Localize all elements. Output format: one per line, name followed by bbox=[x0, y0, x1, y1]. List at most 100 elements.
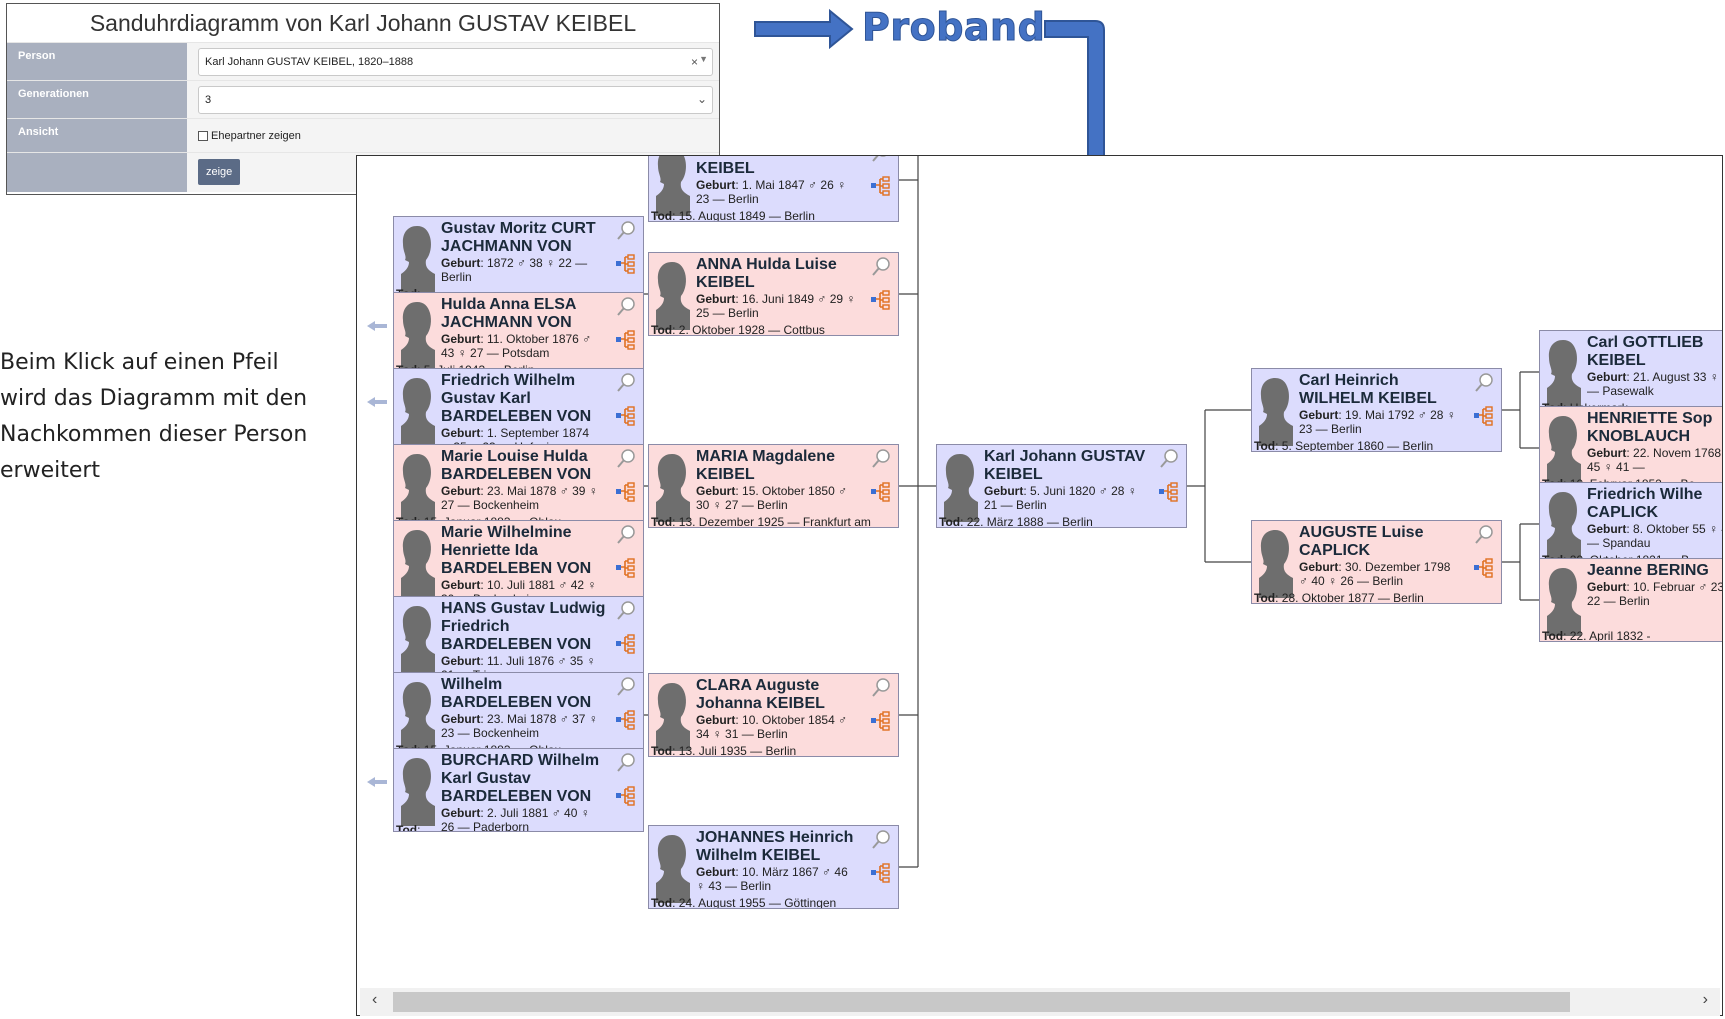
zoom-icon[interactable] bbox=[615, 676, 637, 698]
scroll-thumb[interactable] bbox=[393, 992, 1570, 1012]
person-label: Person bbox=[7, 43, 187, 80]
person-name[interactable]: CLARA Auguste Johanna KEIBEL bbox=[696, 677, 825, 712]
zoom-icon[interactable] bbox=[870, 448, 892, 470]
clear-icon[interactable]: × bbox=[690, 55, 698, 69]
person-card[interactable]: BURCHARD Wilhelm Karl Gustav BARDELEBEN … bbox=[393, 748, 644, 832]
hourglass-chart-icon[interactable] bbox=[1158, 481, 1180, 503]
hourglass-chart-icon[interactable] bbox=[1473, 557, 1495, 579]
zoom-icon[interactable] bbox=[1158, 448, 1180, 470]
hourglass-chart-icon[interactable] bbox=[1473, 405, 1495, 427]
person-name[interactable]: Carl GOTTLIEB KEIBEL bbox=[1587, 334, 1704, 369]
proband-label: Proband bbox=[861, 5, 1046, 50]
hourglass-chart-icon[interactable] bbox=[870, 862, 892, 884]
person-name[interactable]: MARIA Magdalene KEIBEL bbox=[696, 448, 835, 483]
hourglass-chart-icon[interactable] bbox=[870, 289, 892, 311]
scroll-left-icon[interactable]: ‹ bbox=[372, 991, 378, 1008]
hourglass-chart-icon[interactable] bbox=[870, 481, 892, 503]
hourglass-chart-icon[interactable] bbox=[615, 785, 637, 807]
hourglass-chart-icon[interactable] bbox=[615, 481, 637, 503]
zoom-icon[interactable] bbox=[870, 829, 892, 851]
zoom-icon[interactable] bbox=[615, 296, 637, 318]
show-button[interactable]: zeige bbox=[198, 159, 241, 185]
person-name[interactable]: Hulda Anna ELSA JACHMANN VON bbox=[441, 296, 576, 331]
hourglass-chart-icon[interactable] bbox=[615, 633, 637, 655]
person-card[interactable]: Friedrich Wilhelm Gustav Karl BARDELEBEN… bbox=[393, 368, 644, 452]
person-death: Tod: 5. September 1860 — Berlin bbox=[1254, 439, 1434, 452]
person-name[interactable]: HENRIETTE Sop KNOBLAUCH bbox=[1587, 410, 1713, 445]
zoom-icon[interactable] bbox=[870, 677, 892, 699]
zoom-icon[interactable] bbox=[1473, 372, 1495, 394]
zoom-icon[interactable] bbox=[615, 752, 637, 774]
person-card[interactable]: HANS Gustav Ludwig Friedrich BARDELEBEN … bbox=[393, 596, 644, 680]
hourglass-chart-icon[interactable] bbox=[870, 710, 892, 732]
hourglass-chart-icon[interactable] bbox=[615, 405, 637, 427]
person-birth: Geburt: 21. August 33 ♀ 33 — Pasewalk bbox=[1587, 370, 1722, 398]
zoom-icon[interactable] bbox=[615, 220, 637, 242]
hourglass-chart-icon[interactable] bbox=[615, 557, 637, 579]
zoom-icon[interactable] bbox=[615, 600, 637, 622]
silhouette-icon bbox=[652, 679, 692, 751]
person-name[interactable]: BURCHARD Wilhelm Karl Gustav BARDELEBEN … bbox=[441, 752, 600, 805]
zoom-icon[interactable] bbox=[615, 372, 637, 394]
person-name[interactable]: Jeanne BERING bbox=[1587, 562, 1709, 579]
person-name[interactable]: Wilhelm BARDELEBEN VON bbox=[441, 676, 592, 711]
view-label: Ansicht bbox=[7, 119, 187, 152]
person-row: Person Karl Johann GUSTAV KEIBEL, 1820–1… bbox=[7, 42, 719, 80]
person-birth: Geburt: 19. Mai 1792 ♂ 28 ♀ 23 — Berlin bbox=[1299, 408, 1456, 436]
person-name[interactable]: JOHANNES Heinrich Wilhelm KEIBEL bbox=[696, 829, 854, 864]
person-name[interactable]: Gustav Moritz CURT JACHMANN VON bbox=[441, 220, 596, 255]
person-card[interactable]: Marie Wilhelmine Henriette Ida BARDELEBE… bbox=[393, 520, 644, 604]
person-name[interactable]: AUGUSTE Luise CAPLICK bbox=[1299, 524, 1424, 559]
person-name[interactable]: Marie Wilhelmine Henriette Ida BARDELEBE… bbox=[441, 524, 592, 577]
generations-value-cell: 3 ⌄ bbox=[187, 81, 719, 118]
horizontal-scrollbar[interactable]: ‹ › bbox=[360, 988, 1720, 1016]
scroll-right-icon[interactable]: › bbox=[1702, 991, 1708, 1008]
caret-down-icon[interactable]: ▼ bbox=[699, 54, 708, 64]
person-name[interactable]: ANNA Hulda Luise KEIBEL bbox=[696, 256, 837, 291]
person-name[interactable]: HANS Gustav Ludwig Friedrich BARDELEBEN … bbox=[441, 600, 606, 653]
generations-select[interactable]: 3 ⌄ bbox=[198, 86, 713, 114]
person-name[interactable]: GUSTAV Carl Paul KEIBEL bbox=[696, 156, 834, 177]
person-name[interactable]: Karl Johann GUSTAV KEIBEL bbox=[984, 448, 1146, 483]
person-name[interactable]: Marie Louise Hulda BARDELEBEN VON bbox=[441, 448, 592, 483]
zoom-icon[interactable] bbox=[615, 448, 637, 470]
zoom-icon[interactable] bbox=[870, 156, 892, 164]
hourglass-chart-icon[interactable] bbox=[870, 175, 892, 197]
silhouette-icon bbox=[652, 258, 692, 330]
zoom-icon[interactable] bbox=[615, 524, 637, 546]
person-birth: Geburt: 30. Dezember 1798 ♂ 40 ♀ 26 — Be… bbox=[1299, 560, 1451, 588]
person-birth: Geburt: 22. Novem 1768 ♂ 45 ♀ 41 — bbox=[1587, 446, 1722, 474]
person-name[interactable]: Friedrich Wilhe CAPLICK bbox=[1587, 486, 1703, 521]
person-birth: Geburt: 2. Juli 1881 ♂ 40 ♀ 26 — Paderbo… bbox=[441, 806, 590, 832]
zoom-icon[interactable] bbox=[1473, 524, 1495, 546]
zoom-icon[interactable] bbox=[870, 256, 892, 278]
checkbox-icon[interactable] bbox=[198, 131, 208, 141]
spouse-checkbox[interactable]: Ehepartner zeigen bbox=[198, 130, 301, 142]
hourglass-chart-icon[interactable] bbox=[615, 709, 637, 731]
person-name[interactable]: Friedrich Wilhelm Gustav Karl BARDELEBEN… bbox=[441, 372, 592, 425]
person-name[interactable]: Carl Heinrich WILHELM KEIBEL bbox=[1299, 372, 1437, 407]
person-select[interactable]: Karl Johann GUSTAV KEIBEL, 1820–1888 × ▼ bbox=[198, 48, 713, 76]
silhouette-icon bbox=[652, 450, 692, 522]
hourglass-chart-icon[interactable] bbox=[615, 329, 637, 351]
person-birth: Geburt: 11. Oktober 1876 ♂ 43 ♀ 27 — Pot… bbox=[441, 332, 592, 360]
hourglass-chart-icon[interactable] bbox=[615, 253, 637, 275]
chevron-down-icon[interactable]: ⌄ bbox=[696, 92, 707, 106]
